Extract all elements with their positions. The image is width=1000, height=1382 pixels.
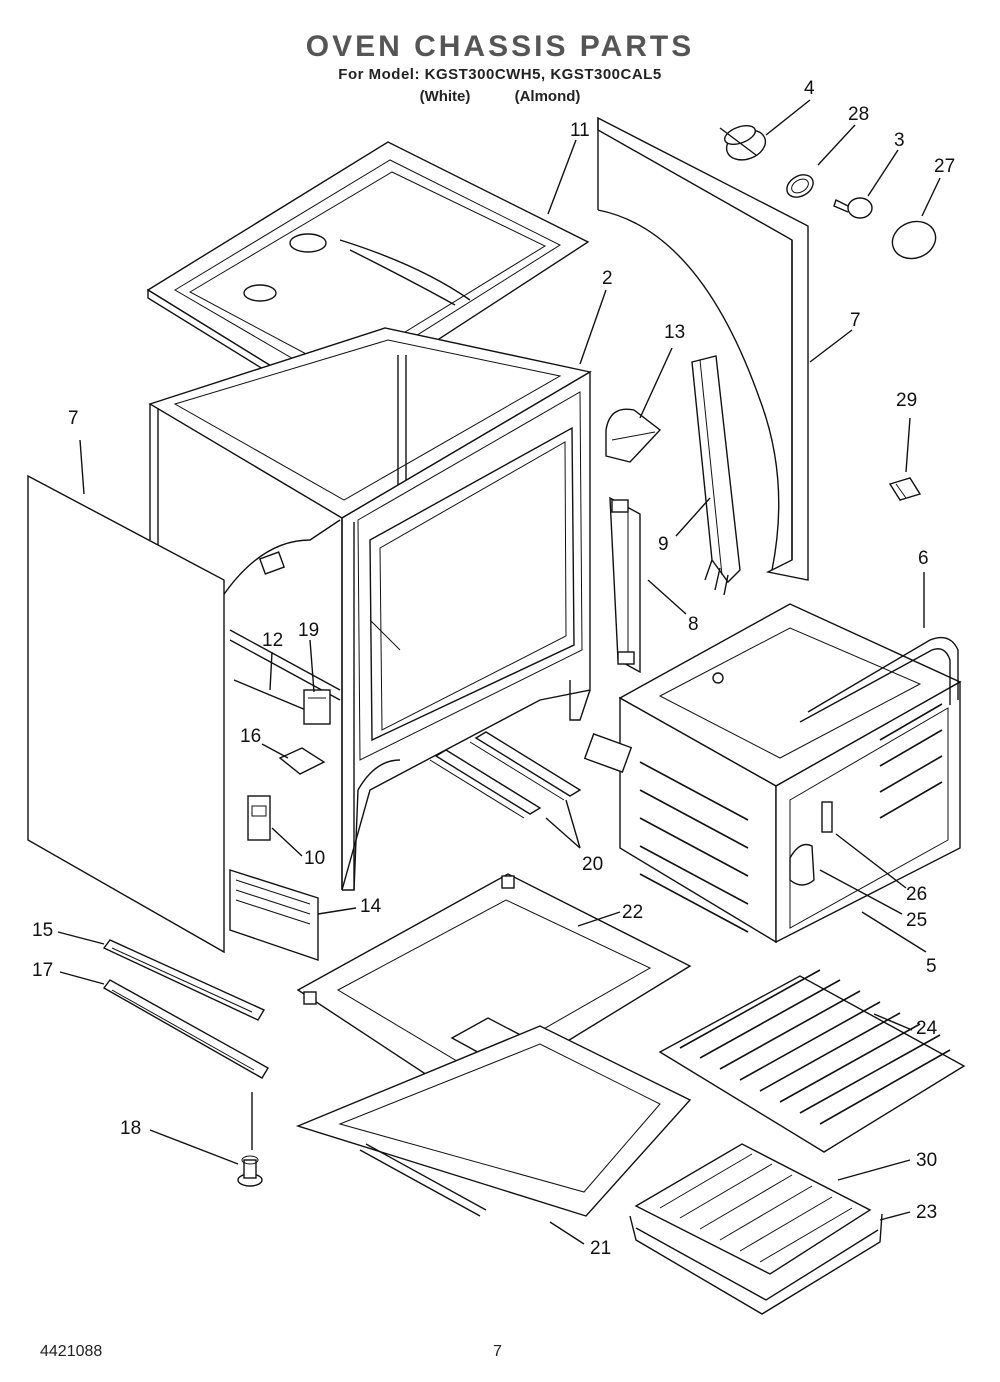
part-label-30: 30 xyxy=(916,1150,937,1171)
part-19-switch xyxy=(303,689,331,725)
part-label-21: 21 xyxy=(590,1238,611,1259)
part-label-15: 15 xyxy=(32,920,53,941)
part-label-20: 20 xyxy=(582,854,603,875)
part-23-broiler-pan xyxy=(629,1213,883,1315)
part-17-rail xyxy=(102,979,269,1079)
color-white-label: (White) xyxy=(419,88,471,105)
page-title: OVEN CHASSIS PARTS xyxy=(305,30,695,63)
part-14-terminal-block xyxy=(229,869,319,961)
part-label-8: 8 xyxy=(688,614,699,635)
part-label-26: 26 xyxy=(906,884,927,905)
part-15-rail xyxy=(102,939,266,1021)
part-18-leveling-leg xyxy=(237,1155,263,1187)
part-30-broiler-grid xyxy=(634,1143,872,1275)
part-8-side-bracket xyxy=(609,496,641,674)
part-10-control xyxy=(247,795,271,841)
part-7-right-side-panel xyxy=(597,116,809,581)
part-label-22: 22 xyxy=(622,902,643,923)
part-label-10: 10 xyxy=(304,848,325,869)
part-11-top-panel xyxy=(146,141,590,416)
part-label-29: 29 xyxy=(896,390,917,411)
model-colors: (White) (Almond) xyxy=(0,88,1000,105)
part-29-connector xyxy=(888,477,922,501)
part-label-19: 19 xyxy=(298,620,319,641)
part-2-cabinet-frame xyxy=(148,327,592,891)
part-label-18: 18 xyxy=(120,1118,141,1139)
part-label-16: 16 xyxy=(240,726,261,747)
part-label-11: 11 xyxy=(570,120,590,141)
part-label-2: 2 xyxy=(602,268,613,289)
document-number: 4421088 xyxy=(40,1343,103,1360)
part-label-9: 9 xyxy=(658,534,669,555)
page-number: 7 xyxy=(493,1343,502,1360)
part-label-27: 27 xyxy=(934,156,955,177)
part-28-gasket xyxy=(786,174,814,198)
part-6-broil-element xyxy=(799,636,959,723)
part-number-labels: 4 28 3 27 11 2 7 7 13 29 9 8 6 12 19 16 … xyxy=(32,78,955,1259)
part-label-17: 17 xyxy=(32,960,53,981)
leader-lines xyxy=(57,99,941,1245)
part-24-oven-rack xyxy=(658,969,966,1153)
part-3-bulb xyxy=(833,197,873,219)
part-13-bracket xyxy=(605,408,662,463)
model-numbers: For Model: KGST300CWH5, KGST300CAL5 xyxy=(338,66,662,83)
part-4-burner-orifice xyxy=(719,125,767,161)
part-label-7-left: 7 xyxy=(68,408,79,429)
part-label-23: 23 xyxy=(916,1202,937,1223)
part-7-left-side-panel xyxy=(27,474,225,954)
part-label-14: 14 xyxy=(360,896,382,917)
part-20-support-rails xyxy=(429,731,582,819)
part-16-clip xyxy=(278,747,326,775)
part-label-5: 5 xyxy=(926,956,937,977)
part-label-25: 25 xyxy=(906,910,927,931)
part-26-bracket xyxy=(821,801,833,833)
part-label-28: 28 xyxy=(848,104,869,125)
part-9-rack-support xyxy=(691,355,741,596)
part-label-12: 12 xyxy=(262,630,283,651)
part-label-24: 24 xyxy=(916,1018,938,1039)
part-label-6: 6 xyxy=(918,548,929,569)
part-label-13: 13 xyxy=(664,322,685,343)
color-almond-label: (Almond) xyxy=(514,88,581,105)
part-label-4: 4 xyxy=(804,78,815,99)
part-21-bottom-frame xyxy=(295,1025,692,1217)
part-label-7-right: 7 xyxy=(850,310,861,331)
part-label-3: 3 xyxy=(894,130,905,151)
part-27-lens xyxy=(891,220,937,260)
part-5-oven-liner xyxy=(583,603,962,944)
part-25-light-socket xyxy=(789,843,815,886)
